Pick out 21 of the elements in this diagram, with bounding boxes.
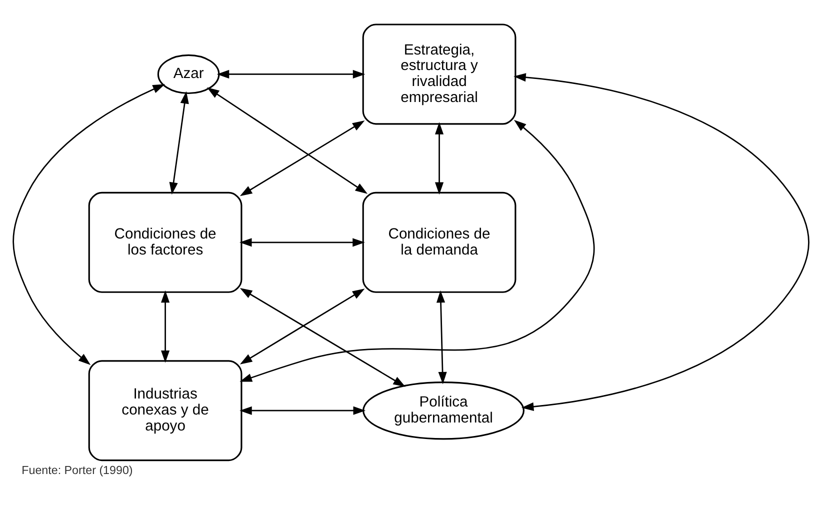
arrow: [206, 87, 368, 194]
arrow: [239, 288, 405, 387]
arrow: [513, 73, 809, 411]
node-box: Estrategia, estructura y rivalidad empresarial: [362, 24, 516, 125]
node-ellipse: Política gubernamental: [362, 382, 524, 440]
arrow: [239, 120, 364, 196]
node-ellipse: Azar: [156, 54, 220, 94]
node-box: Condiciones de los factores: [88, 192, 242, 293]
arrow: [238, 238, 364, 247]
arrow: [168, 91, 188, 195]
arrow: [239, 120, 594, 382]
arrow: [239, 406, 366, 415]
arrow: [12, 84, 165, 365]
node-box: Condiciones de la demanda: [362, 192, 516, 293]
node-box: Industrias conexas y de apoyo: [88, 360, 242, 462]
arrow: [239, 288, 364, 364]
arrow: [216, 70, 365, 79]
caption: Fuente: Porter (1990): [21, 464, 132, 477]
arrow: [436, 290, 446, 384]
arrow: [160, 290, 170, 363]
arrow: [434, 122, 444, 195]
